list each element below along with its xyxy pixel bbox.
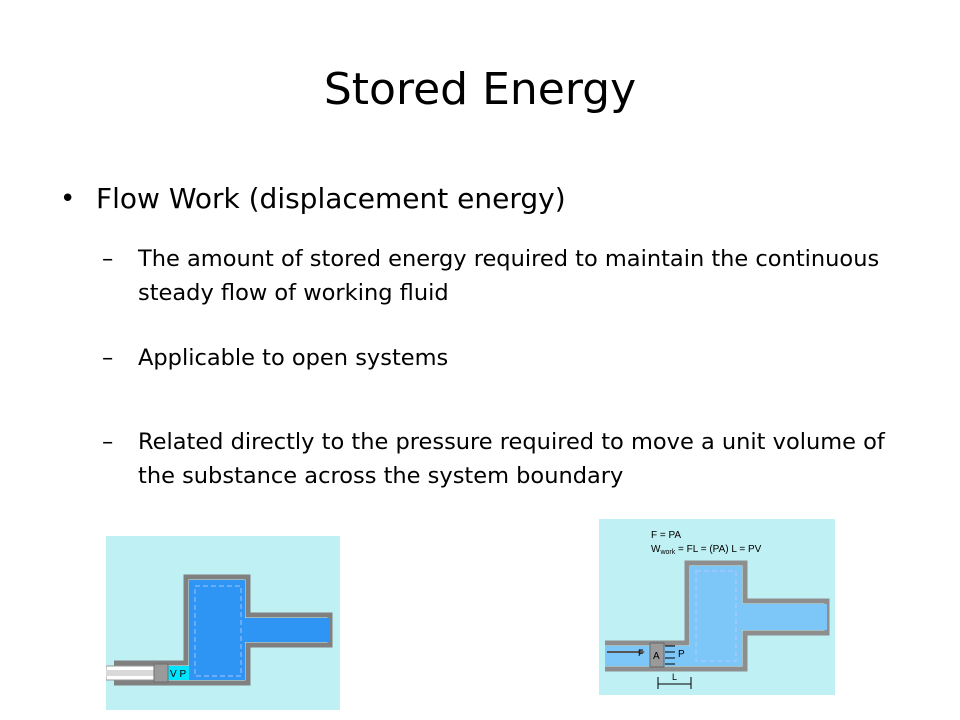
label-pressure: P — [678, 649, 685, 660]
piston-rod-shade — [106, 670, 154, 676]
outlet-fluid — [742, 604, 827, 630]
dash-icon: – — [102, 246, 114, 272]
pressure-arrows — [665, 645, 675, 665]
slide-title: Stored Energy — [323, 64, 637, 115]
bullet-flow-work: • Flow Work (displacement energy) — [60, 180, 566, 218]
chamber-fluid — [690, 566, 742, 666]
work-expression: = FL = (PA) L = PV — [675, 544, 761, 555]
bullet-text: Flow Work (displacement energy) — [96, 182, 566, 215]
equation-work: Wwork = FL = (PA) L = PV — [651, 544, 762, 556]
sub-bullet-pressure: – Related directly to the pressure requi… — [102, 425, 898, 493]
right-diagram-svg: F = PA Wwork = FL = (PA) L = PV F A P L — [599, 519, 835, 695]
dash-icon: – — [102, 345, 114, 371]
work-symbol: W — [651, 544, 661, 555]
sub-bullet-text: Related directly to the pressure require… — [138, 429, 885, 489]
label-length: L — [672, 672, 677, 682]
piston-head — [649, 642, 665, 668]
control-boundary — [194, 585, 242, 677]
sub-bullet-text: The amount of stored energy required to … — [138, 246, 880, 306]
left-diagram-svg: V P — [105, 536, 340, 710]
bullet-dot-icon: • — [60, 184, 76, 214]
label-force: F — [638, 648, 644, 658]
dash-icon: – — [102, 429, 114, 455]
sub-bullet-text: Applicable to open systems — [138, 345, 449, 371]
force-arrowhead-icon — [639, 649, 645, 655]
label-area: A — [653, 651, 660, 662]
sub-bullet-open-systems: – Applicable to open systems — [102, 341, 898, 375]
sub-bullet-stored-energy: – The amount of stored energy required t… — [102, 242, 898, 310]
inlet-fluid — [168, 666, 189, 680]
chamber-fluid — [189, 580, 245, 680]
chamber-wall — [605, 560, 830, 672]
chamber-wall — [114, 574, 333, 686]
flow-work-diagram-left: V P — [105, 536, 340, 710]
work-subscript: work — [659, 549, 675, 556]
outlet-fluid — [245, 618, 330, 642]
flow-work-diagram-right: F = PA Wwork = FL = (PA) L = PV F A P L — [599, 519, 835, 695]
piston-label: V P — [170, 669, 186, 680]
control-boundary — [695, 570, 737, 662]
piston-head — [153, 663, 169, 683]
equation-force: F = PA — [651, 530, 681, 541]
